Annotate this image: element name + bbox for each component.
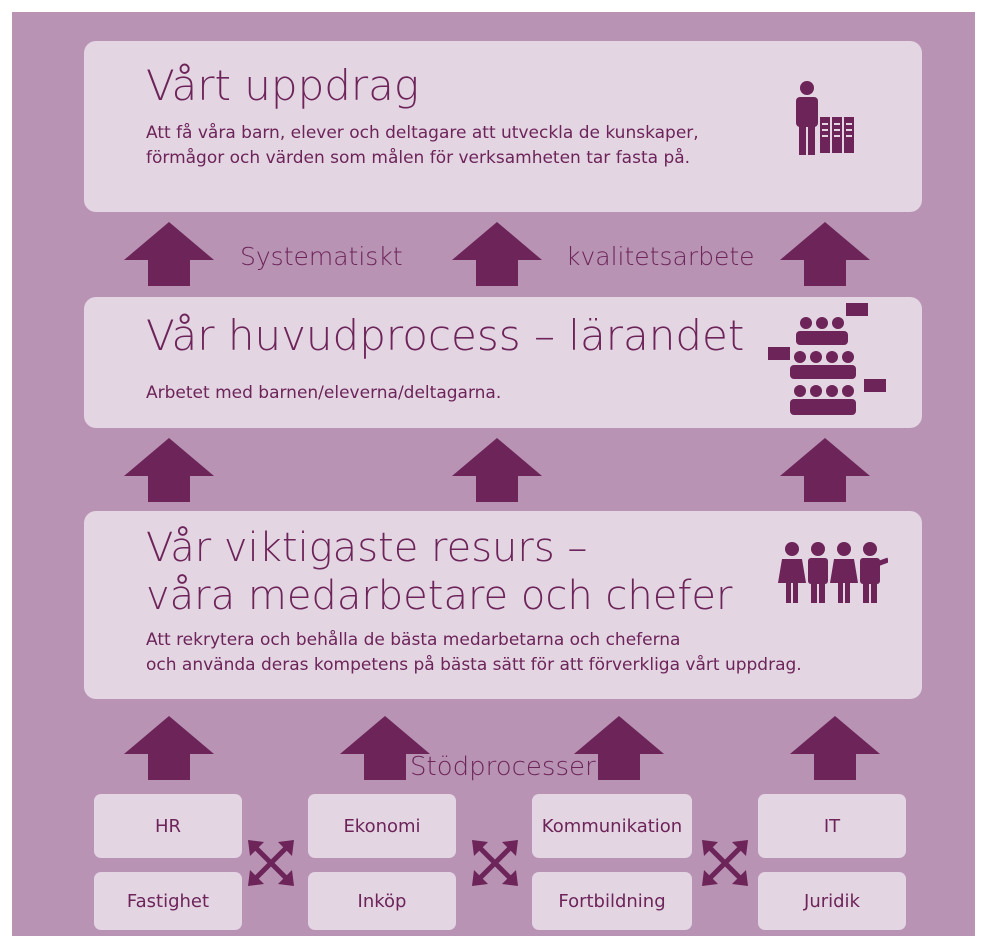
mission-text-line-2: förmågor och värden som målen för verksa… <box>146 148 691 168</box>
mission-title: Vårt uppdrag <box>146 61 420 110</box>
cross-arrows-icon-1 <box>248 840 294 886</box>
label-systematiskt: Systematiskt <box>240 242 403 271</box>
resource-title-line-2: våra medarbetare och chefer <box>146 573 733 619</box>
person-with-binders-icon <box>796 81 854 155</box>
resource-text-line-2: och använda deras kompetens på bästa sät… <box>146 655 802 675</box>
main-process-title: Vår huvudprocess – lärandet <box>146 311 745 360</box>
up-arrow-2a <box>124 438 214 502</box>
support-box-ekonomi: Ekonomi <box>308 794 456 858</box>
team-people-icon <box>778 542 888 603</box>
up-arrow-3a <box>124 716 214 780</box>
cross-arrows-icon-3 <box>702 840 748 886</box>
resource-text-line-1: Att rekrytera och behålla de bästa medar… <box>146 630 681 650</box>
cross-arrows-icon-2 <box>472 840 518 886</box>
up-arrow-3c <box>574 716 664 780</box>
support-box-kommunikation: Kommunikation <box>532 794 692 858</box>
support-box-juridik: Juridik <box>758 872 906 930</box>
label-kvalitetsarbete: kvalitetsarbete <box>566 242 755 271</box>
support-box-it: IT <box>758 794 906 858</box>
up-arrow-3d <box>790 716 880 780</box>
main-process-panel: Vår huvudprocess – lärandet Arbetet med … <box>84 297 922 428</box>
up-arrow-1b <box>452 222 542 286</box>
support-box-hr: HR <box>94 794 242 858</box>
resource-panel: Vår viktigaste resurs – våra medarbetare… <box>84 511 922 699</box>
mission-text-line-1: Att få våra barn, elever och deltagare a… <box>146 123 699 143</box>
support-box-fortbildning: Fortbildning <box>532 872 692 930</box>
up-arrow-3b <box>340 716 430 780</box>
up-arrow-2b <box>452 438 542 502</box>
mission-panel: Vårt uppdrag Att få våra barn, elever oc… <box>84 41 922 212</box>
support-box-inkop: Inköp <box>308 872 456 930</box>
up-arrow-2c <box>780 438 870 502</box>
support-box-fastighet: Fastighet <box>94 872 242 930</box>
main-process-text: Arbetet med barnen/eleverna/deltagarna. <box>146 383 502 403</box>
resource-title-line-1: Vår viktigaste resurs – <box>146 525 588 571</box>
up-arrow-1a <box>124 222 214 286</box>
group-discussion-icon <box>768 303 886 415</box>
support-processes-title: Stödprocesser <box>410 752 596 782</box>
up-arrow-1c <box>780 222 870 286</box>
